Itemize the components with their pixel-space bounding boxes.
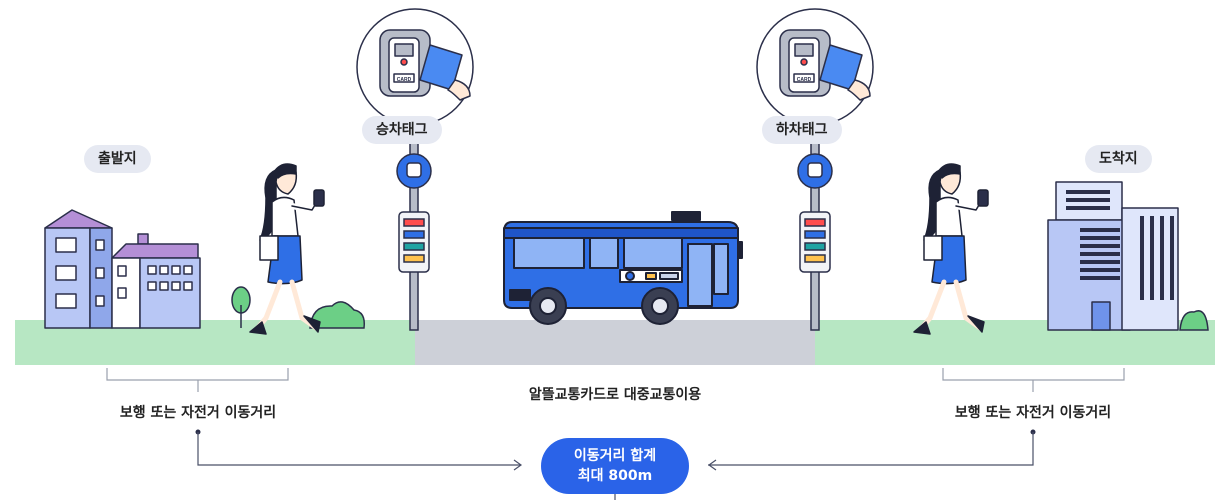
bus-icon xyxy=(503,211,743,325)
destination-buildings xyxy=(1047,181,1179,331)
bus-stop-boarding xyxy=(396,19,432,331)
left-connector xyxy=(195,429,523,471)
tree-icon xyxy=(231,286,251,328)
destination-label: 도착지 xyxy=(1085,145,1152,173)
bush-icon xyxy=(309,301,366,329)
total-distance-value: 최대 800m xyxy=(577,468,653,484)
bush-small-icon xyxy=(1179,310,1209,331)
alighting-tag-label: 하차태그 xyxy=(762,116,842,144)
boarding-tag-label: 승차태그 xyxy=(362,116,442,144)
boarding-card-text: CARD xyxy=(397,77,412,83)
left-segment-label: 보행 또는 자전거 이동거리 xyxy=(119,405,277,421)
total-distance-badge: 이동거리 합계 최대 800m xyxy=(541,438,689,494)
alighting-card-text: CARD xyxy=(797,77,812,83)
total-distance-title: 이동거리 합계 xyxy=(573,448,657,464)
right-segment-label: 보행 또는 자전거 이동거리 xyxy=(954,405,1112,421)
right-connector xyxy=(707,429,1036,471)
origin-label: 출발지 xyxy=(84,145,151,173)
bus-stop-alighting xyxy=(797,19,833,331)
origin-buildings xyxy=(44,209,201,329)
road xyxy=(415,320,815,365)
pedestrian-origin-icon xyxy=(249,163,325,335)
left-bracket xyxy=(106,368,289,392)
middle-segment-label: 알뜰교통카드로 대중교통이용 xyxy=(528,387,702,403)
pedestrian-destination-icon xyxy=(913,163,989,335)
right-bracket xyxy=(942,368,1125,392)
card-reader-boarding-icon xyxy=(356,8,474,126)
card-reader-alighting-icon xyxy=(756,8,874,126)
